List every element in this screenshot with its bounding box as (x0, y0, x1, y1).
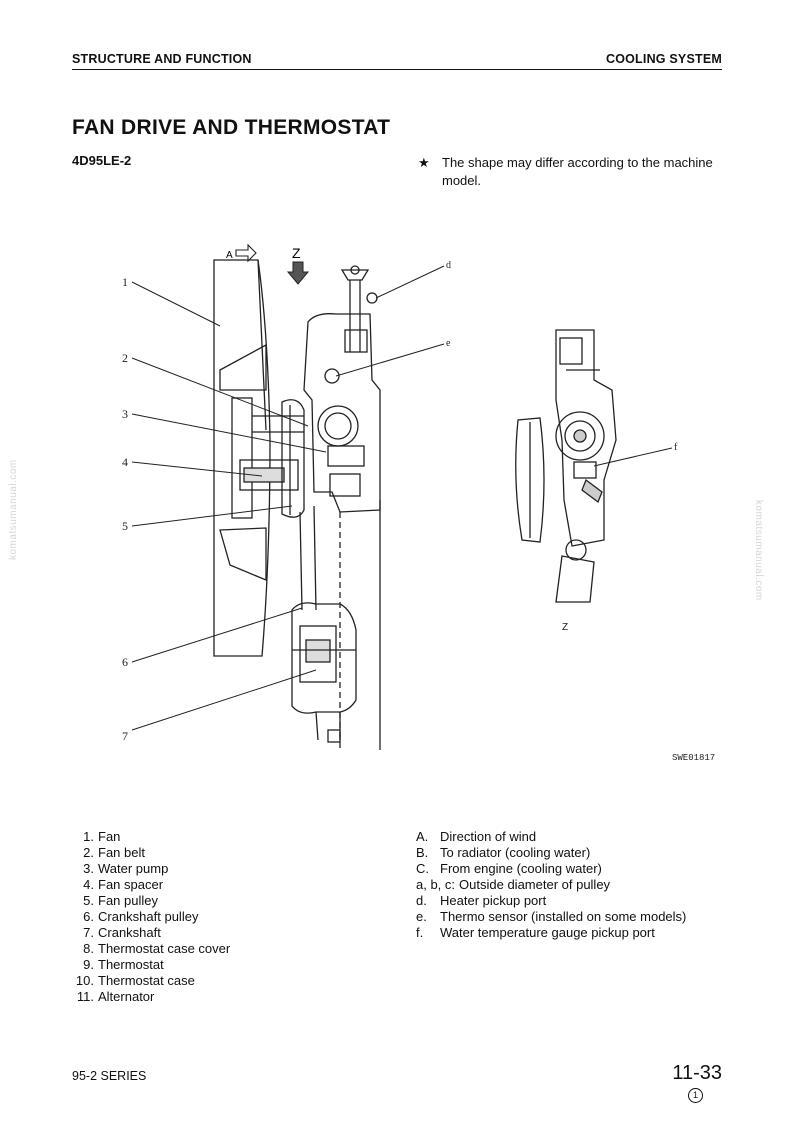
view-z-label: Z (562, 622, 568, 633)
arrow-z: Z (286, 245, 310, 285)
view-z-drawing (515, 329, 617, 603)
footer-series: 95-2 SERIES (72, 1069, 147, 1083)
list-item: 4.Fan spacer (83, 877, 164, 892)
arrow-a-label: A (226, 250, 233, 261)
list-item: d.Heater pickup port (416, 893, 547, 908)
callout-7: 7 (122, 729, 128, 743)
list-item: e.Thermo sensor (installed on some model… (416, 909, 687, 924)
list-item: 9.Thermostat (83, 957, 164, 972)
watermark-left: komatsumanual.com (8, 459, 19, 560)
leader-line-e (335, 343, 445, 377)
model-label: 4D95LE-2 (72, 153, 132, 168)
watermark-right: komatsumanual.com (753, 500, 764, 601)
list-item: 2.Fan belt (83, 845, 145, 860)
header-rule (72, 69, 722, 70)
list-item: A.Direction of wind (416, 829, 537, 844)
list-item: 3.Water pump (83, 861, 169, 876)
callout-f: f (674, 442, 678, 453)
parts-list: 1.Fan 2.Fan belt 3.Water pump 4.Fan spac… (72, 829, 230, 1005)
leader-line-5 (131, 505, 293, 527)
callout-labels: 1 2 3 4 5 6 7 d e f (122, 260, 678, 743)
leader-line-3 (131, 413, 327, 453)
list-item: f.Water temperature gauge pickup port (416, 925, 655, 940)
callout-d: d (446, 260, 451, 271)
fan-drive-diagram: A Z 1 2 3 4 5 6 7 d e f Z SWE01817 (122, 243, 715, 763)
list-item: 11.Alternator (76, 989, 155, 1004)
leader-line-7 (131, 669, 317, 731)
revision-mark: 1 (688, 1088, 703, 1103)
leader-line-d (375, 265, 445, 299)
list-item: 10.Thermostat case (75, 973, 195, 988)
page-title: FAN DRIVE AND THERMOSTAT (72, 116, 391, 139)
leader-line-1 (131, 281, 221, 327)
list-item: a, b, c:Outside diameter of pulley (416, 877, 611, 892)
list-item: 5.Fan pulley (83, 893, 158, 908)
leader-line-4 (131, 461, 263, 477)
view-direction-arrow-icon (286, 261, 310, 285)
callout-3: 3 (122, 407, 128, 421)
star-icon: ★ (418, 155, 430, 170)
list-item: 7.Crankshaft (83, 925, 161, 940)
list-item: B.To radiator (cooling water) (416, 845, 591, 860)
header-chapter: COOLING SYSTEM (605, 52, 722, 66)
header-section: STRUCTURE AND FUNCTION (72, 52, 252, 66)
callout-e: e (446, 338, 451, 349)
callout-4: 4 (122, 455, 128, 469)
list-item: C.From engine (cooling water) (416, 861, 602, 876)
shape-note: ★ The shape may differ according to the … (418, 154, 723, 190)
list-item: 8.Thermostat case cover (83, 941, 231, 956)
arrow-z-label: Z (292, 245, 301, 261)
leader-line-6 (131, 607, 303, 663)
callout-1: 1 (122, 275, 128, 289)
leader-lines (131, 265, 673, 731)
callout-5: 5 (122, 519, 128, 533)
legend-list: A.Direction of wind B.To radiator (cooli… (416, 829, 686, 941)
list-item: 1.Fan (83, 829, 121, 844)
shape-note-text: The shape may differ according to the ma… (442, 155, 713, 188)
callout-6: 6 (122, 655, 128, 669)
arrow-a: A (226, 243, 257, 263)
main-view-drawing (213, 259, 381, 750)
leader-line-f (593, 447, 673, 467)
callout-2: 2 (122, 351, 128, 365)
leader-line-2 (131, 357, 309, 427)
list-item: 6.Crankshaft pulley (83, 909, 199, 924)
page-number: 11-33 (672, 1062, 722, 1084)
figure-code: SWE01817 (672, 753, 715, 763)
wind-direction-arrow-icon (235, 243, 257, 263)
